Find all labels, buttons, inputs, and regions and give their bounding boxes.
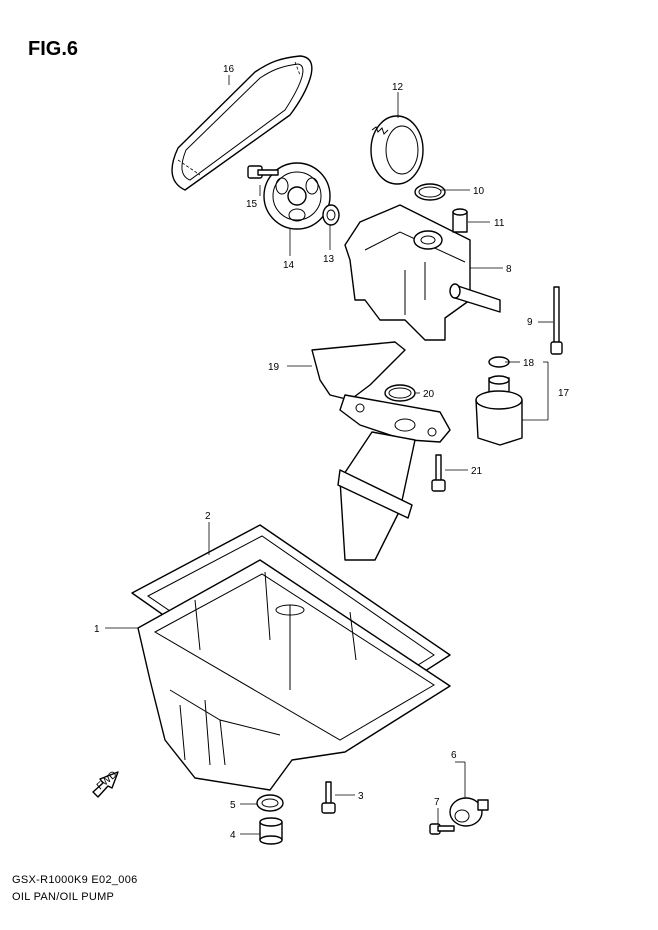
switch-bolt — [429, 823, 455, 835]
callout-10: 10 — [473, 186, 485, 197]
oil-pump-o-ring-upper — [414, 183, 446, 201]
callout-12: 12 — [392, 82, 404, 93]
callout-4: 4 — [230, 830, 236, 841]
callout-3: 3 — [358, 791, 364, 802]
strainer-o-ring — [384, 384, 416, 402]
oil-pan-bolt — [321, 781, 336, 814]
oil-pump-drive-sprocket — [263, 162, 331, 230]
callout-numbers: 16 12 10 11 8 9 18 17 20 19 21 15 14 13 … — [94, 64, 570, 841]
callout-2: 2 — [205, 511, 211, 522]
callout-5: 5 — [230, 800, 236, 811]
callout-7: 7 — [434, 797, 440, 808]
fwd-arrow-icon: FWD — [92, 769, 119, 798]
callout-9: 9 — [527, 317, 533, 328]
callout-16: 16 — [223, 64, 235, 75]
oil-pump-drive-chain — [171, 55, 313, 191]
oil-pump-mounting-bolt — [550, 286, 563, 355]
oil-pressure-regulator — [475, 356, 523, 446]
strainer-bolt — [431, 454, 446, 492]
callout-1: 1 — [94, 624, 100, 635]
callout-15: 15 — [246, 199, 258, 210]
footer-assembly-name: OIL PAN/OIL PUMP — [12, 891, 115, 903]
drain-plug-gasket — [256, 794, 284, 812]
callout-13: 13 — [323, 254, 335, 265]
oil-pressure-switch — [449, 797, 489, 827]
oil-strainer — [311, 341, 451, 561]
callout-17: 17 — [558, 388, 570, 399]
callout-8: 8 — [506, 264, 512, 275]
callout-19: 19 — [268, 362, 280, 373]
callout-21: 21 — [471, 466, 483, 477]
callout-20: 20 — [423, 389, 435, 400]
callout-6: 6 — [451, 750, 457, 761]
callout-11: 11 — [494, 218, 505, 229]
sprocket-washer — [322, 204, 340, 226]
callout-14: 14 — [283, 260, 295, 271]
oil-drain-plug — [259, 817, 283, 845]
sprocket-bolt — [247, 165, 279, 179]
callout-18: 18 — [523, 358, 535, 369]
figure-title: FIG.6 — [28, 38, 79, 60]
dowel-pin — [452, 208, 468, 233]
oil-pan — [137, 559, 451, 791]
oil-pump-assembly — [344, 204, 501, 341]
oil-pump-driven-sprocket — [370, 115, 424, 185]
footer-model-code: GSX-R1000K9 E02_006 — [12, 874, 138, 886]
leader-lines — [105, 75, 553, 835]
